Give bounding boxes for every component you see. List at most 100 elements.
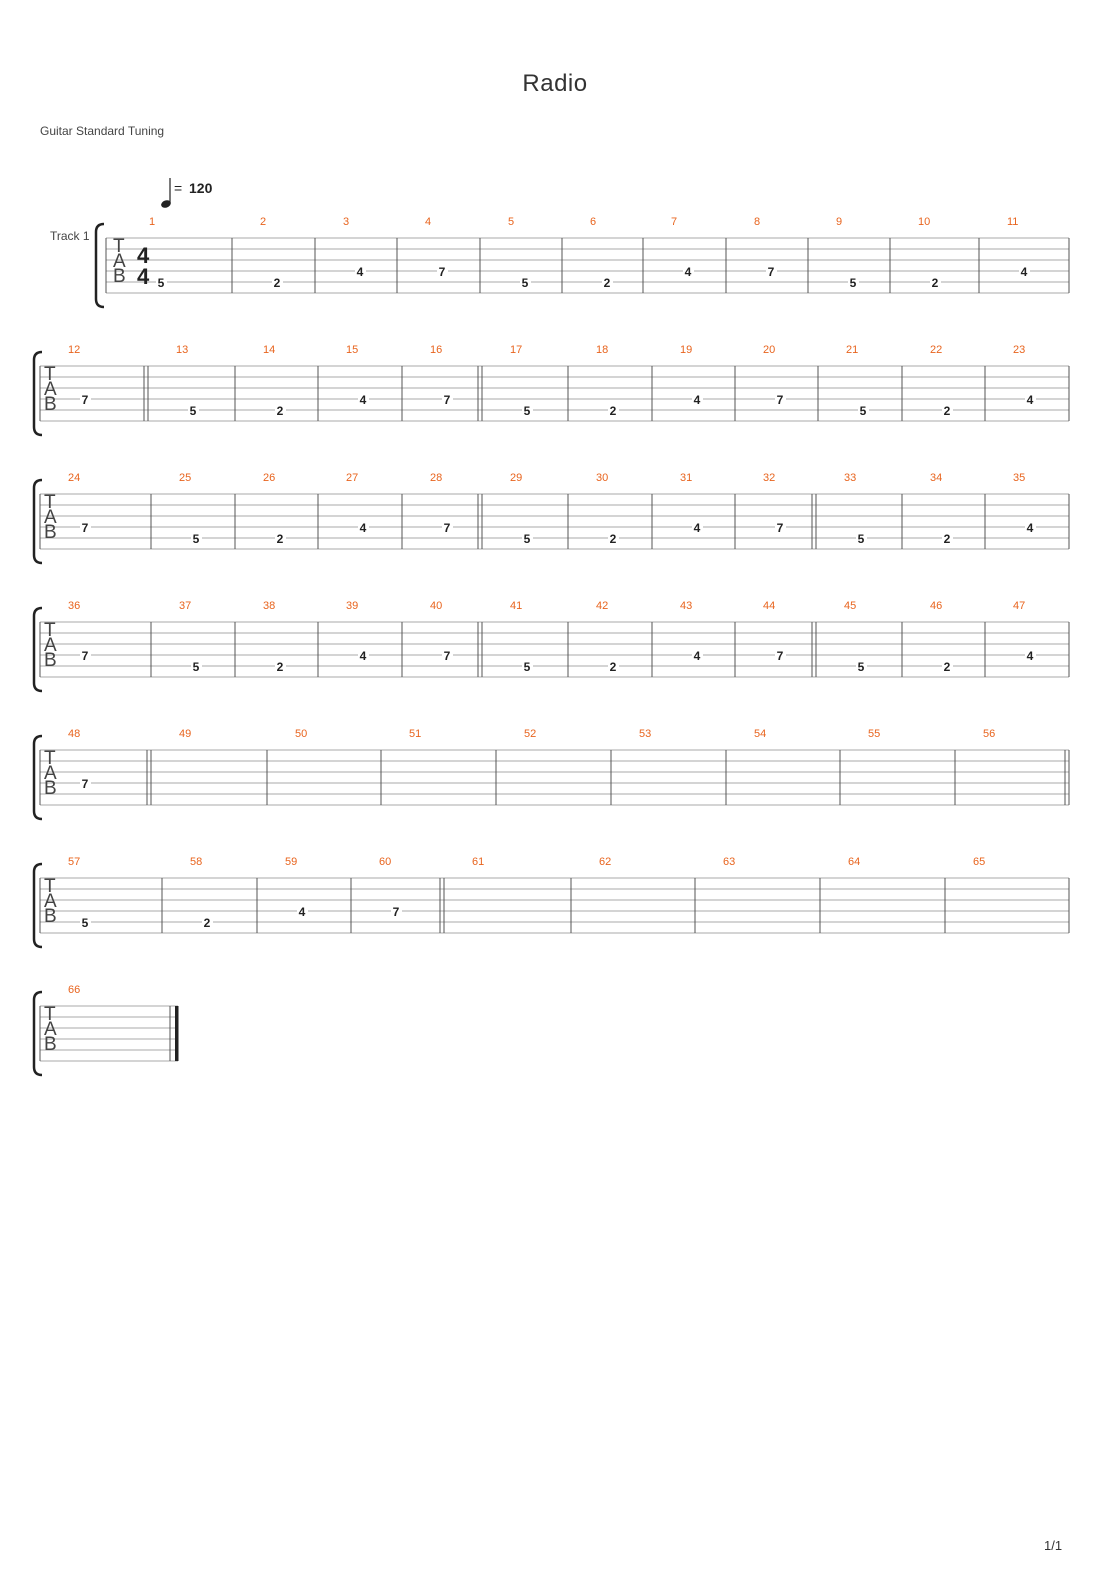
fret-number-background — [522, 661, 533, 673]
fret-number: 2 — [944, 532, 951, 546]
tab-clef-letter: T — [113, 236, 125, 257]
fret-number: 5 — [858, 660, 865, 674]
measure-number: 8 — [754, 216, 760, 228]
measure-number: 33 — [844, 472, 856, 484]
tab-clef-letter: A — [44, 891, 57, 912]
tab-clef-letter: A — [44, 379, 57, 400]
fret-number: 5 — [193, 660, 200, 674]
measure-number: 37 — [179, 600, 191, 612]
measure-number: 54 — [754, 728, 766, 740]
time-signature-denominator: 4 — [137, 264, 150, 289]
track-name: Track 1 — [50, 229, 90, 243]
tab-clef-letter: A — [44, 507, 57, 528]
tab-clef-letter: B — [44, 394, 57, 415]
fret-number: 5 — [522, 276, 529, 290]
fret-number: 2 — [944, 660, 951, 674]
fret-number: 5 — [850, 276, 857, 290]
tuning-label: Guitar Standard Tuning — [40, 124, 165, 138]
fret-number: 4 — [1027, 393, 1034, 407]
system-bracket — [94, 222, 105, 309]
fret-number-background — [442, 522, 453, 534]
fret-number: 2 — [604, 276, 611, 290]
measure-number: 47 — [1013, 600, 1025, 612]
measure-number: 2 — [260, 216, 266, 228]
measure-number: 16 — [430, 344, 442, 356]
measure-number: 27 — [346, 472, 358, 484]
tab-clef-letter: T — [44, 364, 56, 385]
fret-number-background — [1025, 394, 1036, 406]
fret-number: 7 — [768, 265, 775, 279]
fret-number-background — [775, 394, 786, 406]
measure-number: 45 — [844, 600, 856, 612]
measure-number: 49 — [179, 728, 191, 740]
system-bracket — [32, 606, 43, 693]
measure-number: 14 — [263, 344, 275, 356]
measure-number: 25 — [179, 472, 191, 484]
fret-number: 4 — [360, 521, 367, 535]
fret-number: 7 — [444, 649, 451, 663]
fret-number-background — [442, 394, 453, 406]
fret-number-background — [602, 277, 613, 289]
fret-number-background — [358, 522, 369, 534]
tab-clef-letter: B — [113, 266, 126, 287]
measure-number: 19 — [680, 344, 692, 356]
fret-number: 2 — [274, 276, 281, 290]
measure-number: 40 — [430, 600, 442, 612]
fret-number-background — [437, 266, 448, 278]
measure-number: 50 — [295, 728, 307, 740]
system-bracket — [32, 350, 43, 437]
measure-number: 38 — [263, 600, 275, 612]
measure-number: 57 — [68, 856, 80, 868]
fret-number: 4 — [685, 265, 692, 279]
fret-number-background — [358, 394, 369, 406]
measure-number: 23 — [1013, 344, 1025, 356]
fret-number: 4 — [1027, 649, 1034, 663]
tempo-marking: = 120 — [160, 176, 250, 212]
quarter-note-icon — [161, 178, 171, 208]
fret-number: 5 — [524, 404, 531, 418]
measure-number: 26 — [263, 472, 275, 484]
fret-number: 7 — [444, 521, 451, 535]
measure-number: 18 — [596, 344, 608, 356]
tempo-bpm: 120 — [189, 180, 213, 196]
fret-number: 2 — [204, 916, 211, 930]
fret-number: 5 — [524, 660, 531, 674]
fret-number-background — [80, 778, 91, 790]
measure-number: 39 — [346, 600, 358, 612]
tab-clef-letter: T — [44, 492, 56, 513]
fret-number-background — [692, 650, 703, 662]
fret-number-background — [683, 266, 694, 278]
measure-number: 44 — [763, 600, 775, 612]
fret-number-background — [80, 394, 91, 406]
fret-number: 7 — [439, 265, 446, 279]
measure-number: 66 — [68, 984, 80, 996]
fret-number: 4 — [694, 521, 701, 535]
measure-number: 11 — [1007, 216, 1018, 228]
measure-number: 5 — [508, 216, 514, 228]
fret-number-background — [1025, 650, 1036, 662]
fret-number: 2 — [944, 404, 951, 418]
fret-number-background — [272, 277, 283, 289]
fret-number: 2 — [610, 404, 617, 418]
measure-number: 31 — [680, 472, 692, 484]
measure-number: 48 — [68, 728, 80, 740]
fret-number-background — [522, 405, 533, 417]
fret-number: 7 — [777, 521, 784, 535]
measure-number: 61 — [472, 856, 484, 868]
measure-number: 51 — [409, 728, 421, 740]
fret-number: 2 — [277, 532, 284, 546]
fret-number: 7 — [82, 521, 89, 535]
fret-number: 2 — [610, 532, 617, 546]
fret-number: 7 — [444, 393, 451, 407]
fret-number-background — [858, 405, 869, 417]
fret-number: 5 — [158, 276, 165, 290]
measure-number: 64 — [848, 856, 860, 868]
fret-number: 5 — [858, 532, 865, 546]
measure-number: 41 — [510, 600, 522, 612]
